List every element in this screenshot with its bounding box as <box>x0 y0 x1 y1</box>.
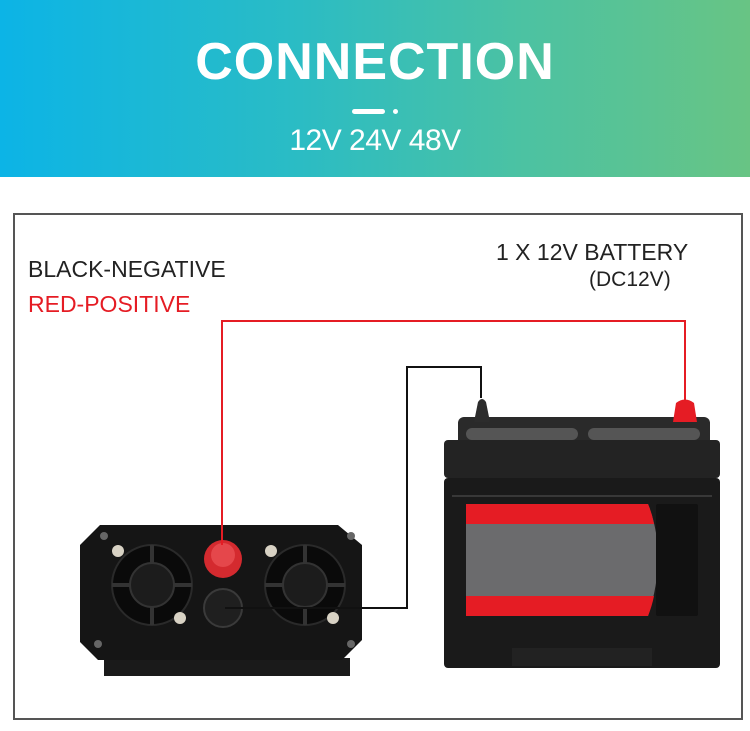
voltage-subtitle: 12V 24V 48V <box>289 124 461 157</box>
page-title: CONNECTION <box>195 33 555 91</box>
battery-spec: (DC12V) <box>589 268 671 291</box>
black-negative-label: BLACK-NEGATIVE <box>28 256 226 282</box>
positive-wire <box>221 320 686 545</box>
diagram-frame <box>13 213 743 720</box>
battery-title: 1 X 12V BATTERY <box>496 239 689 265</box>
left-fan-icon <box>111 544 193 626</box>
battery-negative-terminal-icon <box>474 399 490 422</box>
title-divider-dot <box>393 109 398 114</box>
battery-positive-terminal-icon <box>673 399 697 422</box>
red-positive-label: RED-POSITIVE <box>28 291 191 317</box>
right-fan-icon <box>264 544 346 626</box>
header-banner: CONNECTION 12V 24V 48V <box>0 0 750 177</box>
negative-wire <box>225 366 482 609</box>
title-divider-bar <box>352 109 385 114</box>
battery-icon <box>444 399 720 668</box>
inverter-icon <box>80 525 362 676</box>
